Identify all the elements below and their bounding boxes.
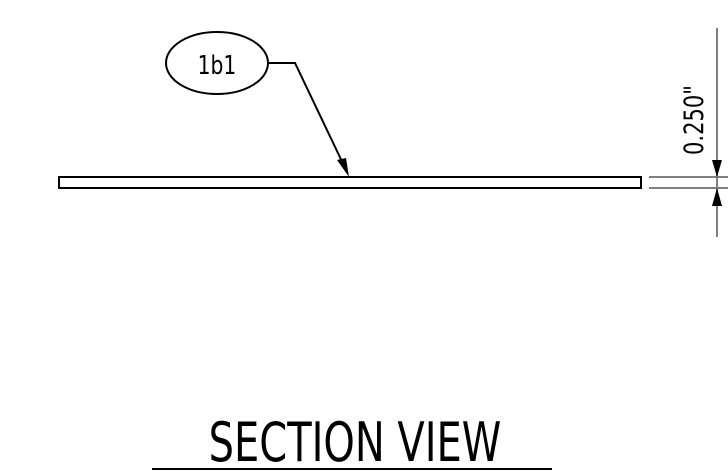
- dimension-label: 0.250": [678, 85, 709, 155]
- view-title: SECTION VIEW: [209, 412, 502, 475]
- dimension-arrow-bottom: [712, 188, 722, 206]
- leader-arrowhead: [337, 158, 349, 177]
- balloon-label: 1b1: [198, 51, 237, 81]
- dimension-arrow-top: [712, 160, 722, 177]
- leader-line: [268, 62, 348, 173]
- section-plate: [58, 176, 642, 189]
